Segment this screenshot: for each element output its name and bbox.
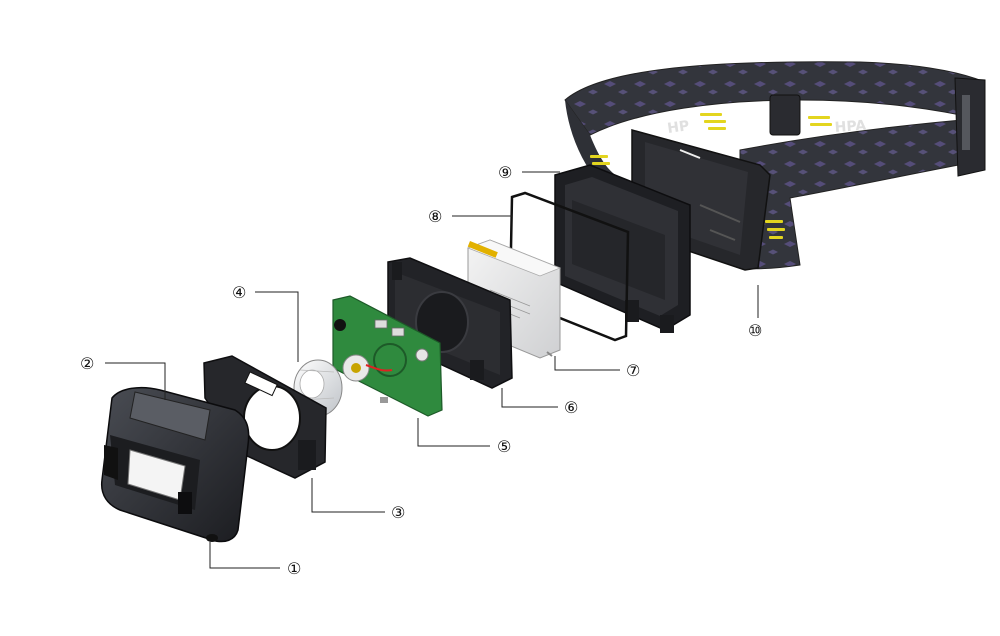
callout-2: ② bbox=[80, 354, 94, 373]
leader-lines bbox=[105, 171, 759, 569]
strap-print-text-2: HPA bbox=[834, 118, 867, 136]
leader-5 bbox=[417, 418, 490, 447]
leader-1 bbox=[209, 542, 280, 569]
circuit-board bbox=[332, 295, 443, 417]
callout-5: ⑤ bbox=[497, 437, 511, 456]
leader-3 bbox=[311, 478, 385, 513]
front-housing bbox=[100, 386, 250, 543]
leader-2 bbox=[105, 362, 166, 400]
callout-4: ④ bbox=[232, 283, 246, 302]
strap-buckle bbox=[954, 77, 986, 177]
callout-6: ⑥ bbox=[564, 398, 578, 417]
leader-6 bbox=[501, 388, 558, 408]
rear-case bbox=[554, 164, 691, 333]
strap-print-text: HP bbox=[666, 118, 690, 137]
callout-labels: ① ② ③ ④ ⑤ ⑥ ⑦ ⑧ ⑨ ⑩ bbox=[80, 163, 762, 578]
callout-7: ⑦ bbox=[626, 361, 640, 380]
leader-7 bbox=[554, 356, 620, 371]
callout-10: ⑩ bbox=[748, 321, 762, 340]
callout-3: ③ bbox=[391, 503, 405, 522]
headband-strap: HP HPA bbox=[564, 61, 986, 270]
callout-9: ⑨ bbox=[498, 163, 512, 182]
leader-4 bbox=[255, 291, 299, 362]
middle-frame bbox=[203, 355, 327, 479]
callout-8: ⑧ bbox=[428, 207, 442, 226]
callout-1: ① bbox=[287, 559, 301, 578]
